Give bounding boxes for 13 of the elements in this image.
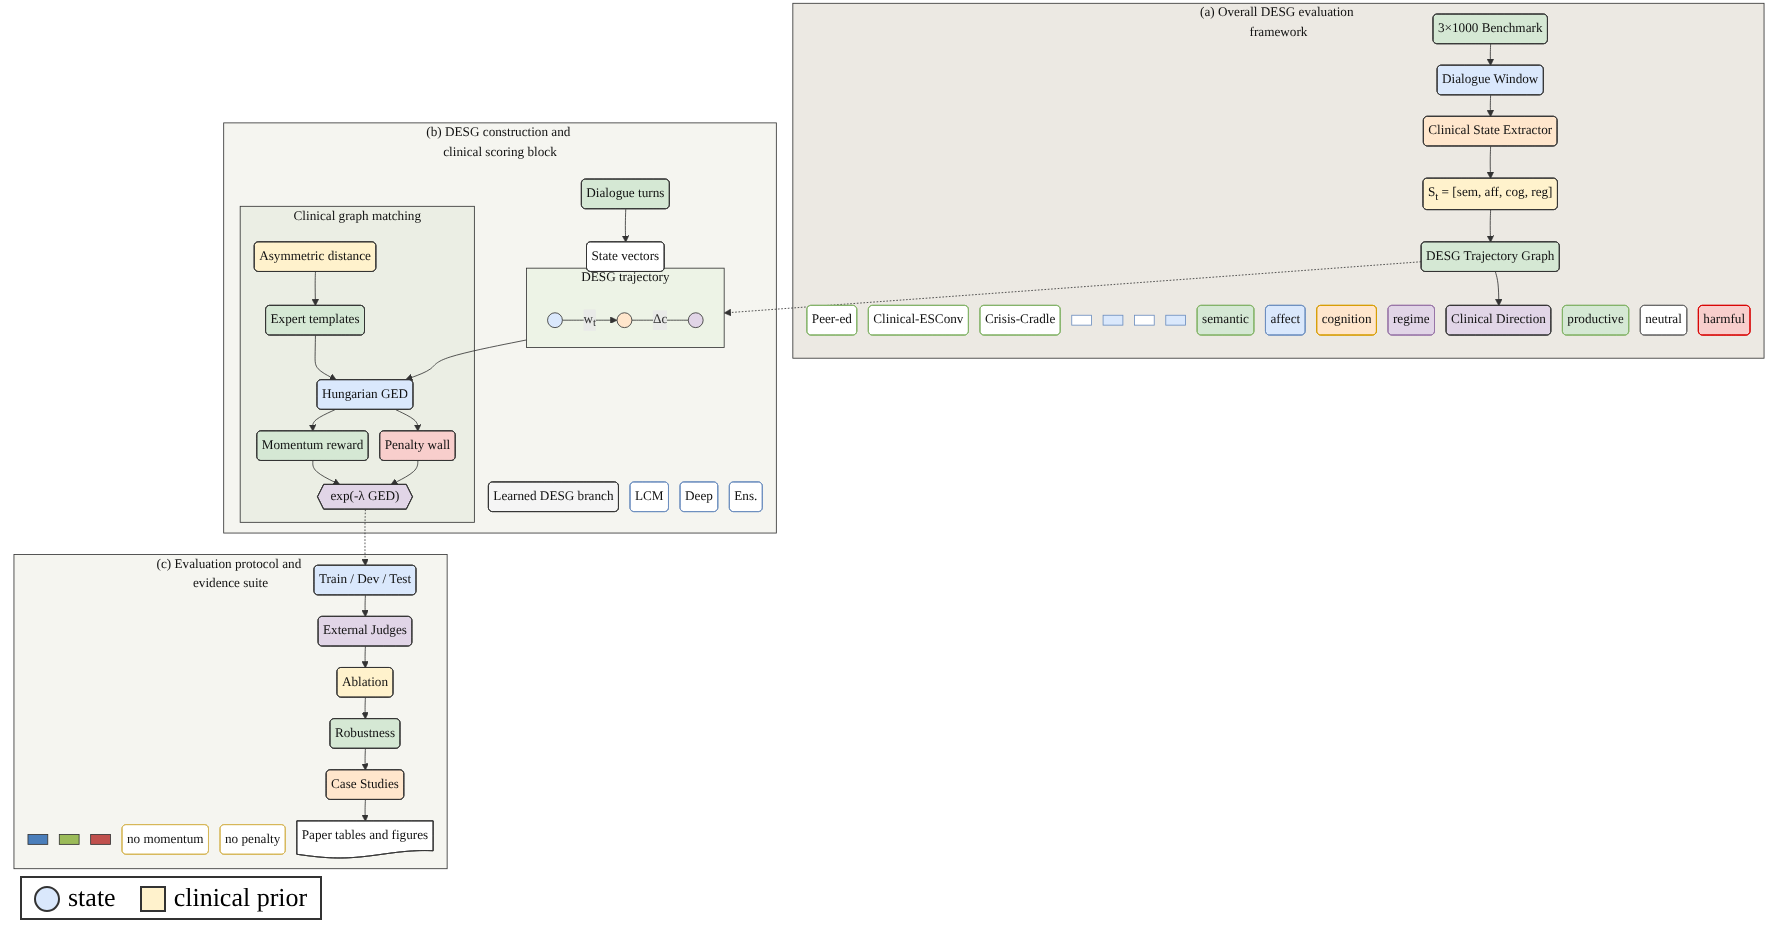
node-bar bbox=[90, 834, 111, 845]
legend-label: clinical prior bbox=[173, 882, 308, 914]
node-bar bbox=[27, 834, 49, 845]
node-circle bbox=[616, 312, 633, 329]
node-circle bbox=[547, 312, 563, 329]
node-box bbox=[1134, 314, 1155, 326]
node-bar bbox=[58, 834, 80, 845]
legend-label: state bbox=[68, 882, 116, 914]
connector bbox=[631, 319, 689, 321]
node-box bbox=[1071, 314, 1092, 326]
node-box bbox=[1165, 314, 1186, 326]
node-circle bbox=[687, 312, 704, 329]
node-box bbox=[1102, 314, 1124, 326]
